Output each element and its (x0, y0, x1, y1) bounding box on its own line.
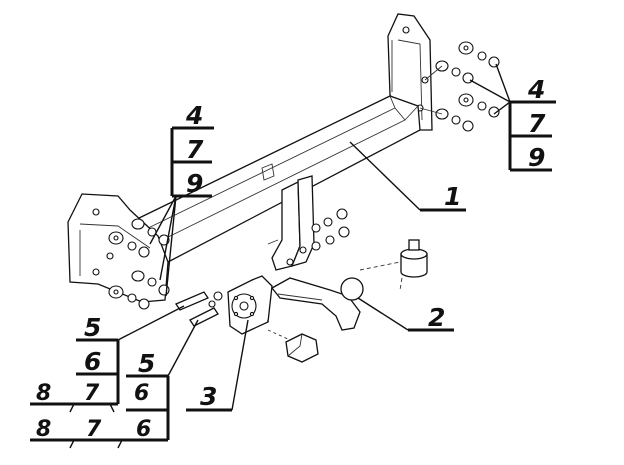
left-fasteners (108, 218, 170, 310)
leader-lines (117, 63, 511, 411)
tow-ball-arm (271, 277, 364, 331)
label-right-4: 4 (527, 75, 545, 104)
label-left-7: 7 (186, 135, 204, 164)
label-d-7: 7 (86, 417, 102, 442)
label-c-5: 5 (138, 349, 155, 378)
label-right-7: 7 (528, 109, 546, 138)
label-2: 2 (428, 303, 445, 332)
label-a-6: 6 (84, 347, 101, 376)
center-fasteners (175, 208, 350, 327)
label-b-6: 6 (134, 381, 149, 406)
label-a-5: 5 (84, 313, 101, 342)
label-d-8: 8 (36, 417, 51, 442)
label-b-8: 8 (36, 381, 51, 406)
label-right-9: 9 (528, 143, 545, 172)
label-b-7: 7 (84, 381, 100, 406)
ball-cover-cap (359, 239, 428, 291)
electrical-socket (227, 275, 273, 335)
label-left-9: 9 (186, 169, 203, 198)
center-hanger-plates (261, 163, 315, 271)
bolt-lower (189, 307, 219, 327)
main-crossbeam (134, 95, 421, 263)
label-1: 1 (444, 182, 461, 211)
callout-labels: 1 2 3 4 7 9 4 7 9 5 6 8 7 6 5 8 7 6 (36, 75, 546, 442)
label-3: 3 (200, 382, 217, 411)
label-d-6: 6 (136, 417, 151, 442)
label-left-4: 4 (185, 101, 203, 130)
tow-ball (340, 277, 364, 301)
callout-frames (30, 100, 556, 449)
wire-connector (267, 329, 319, 363)
right-fasteners (419, 41, 500, 132)
